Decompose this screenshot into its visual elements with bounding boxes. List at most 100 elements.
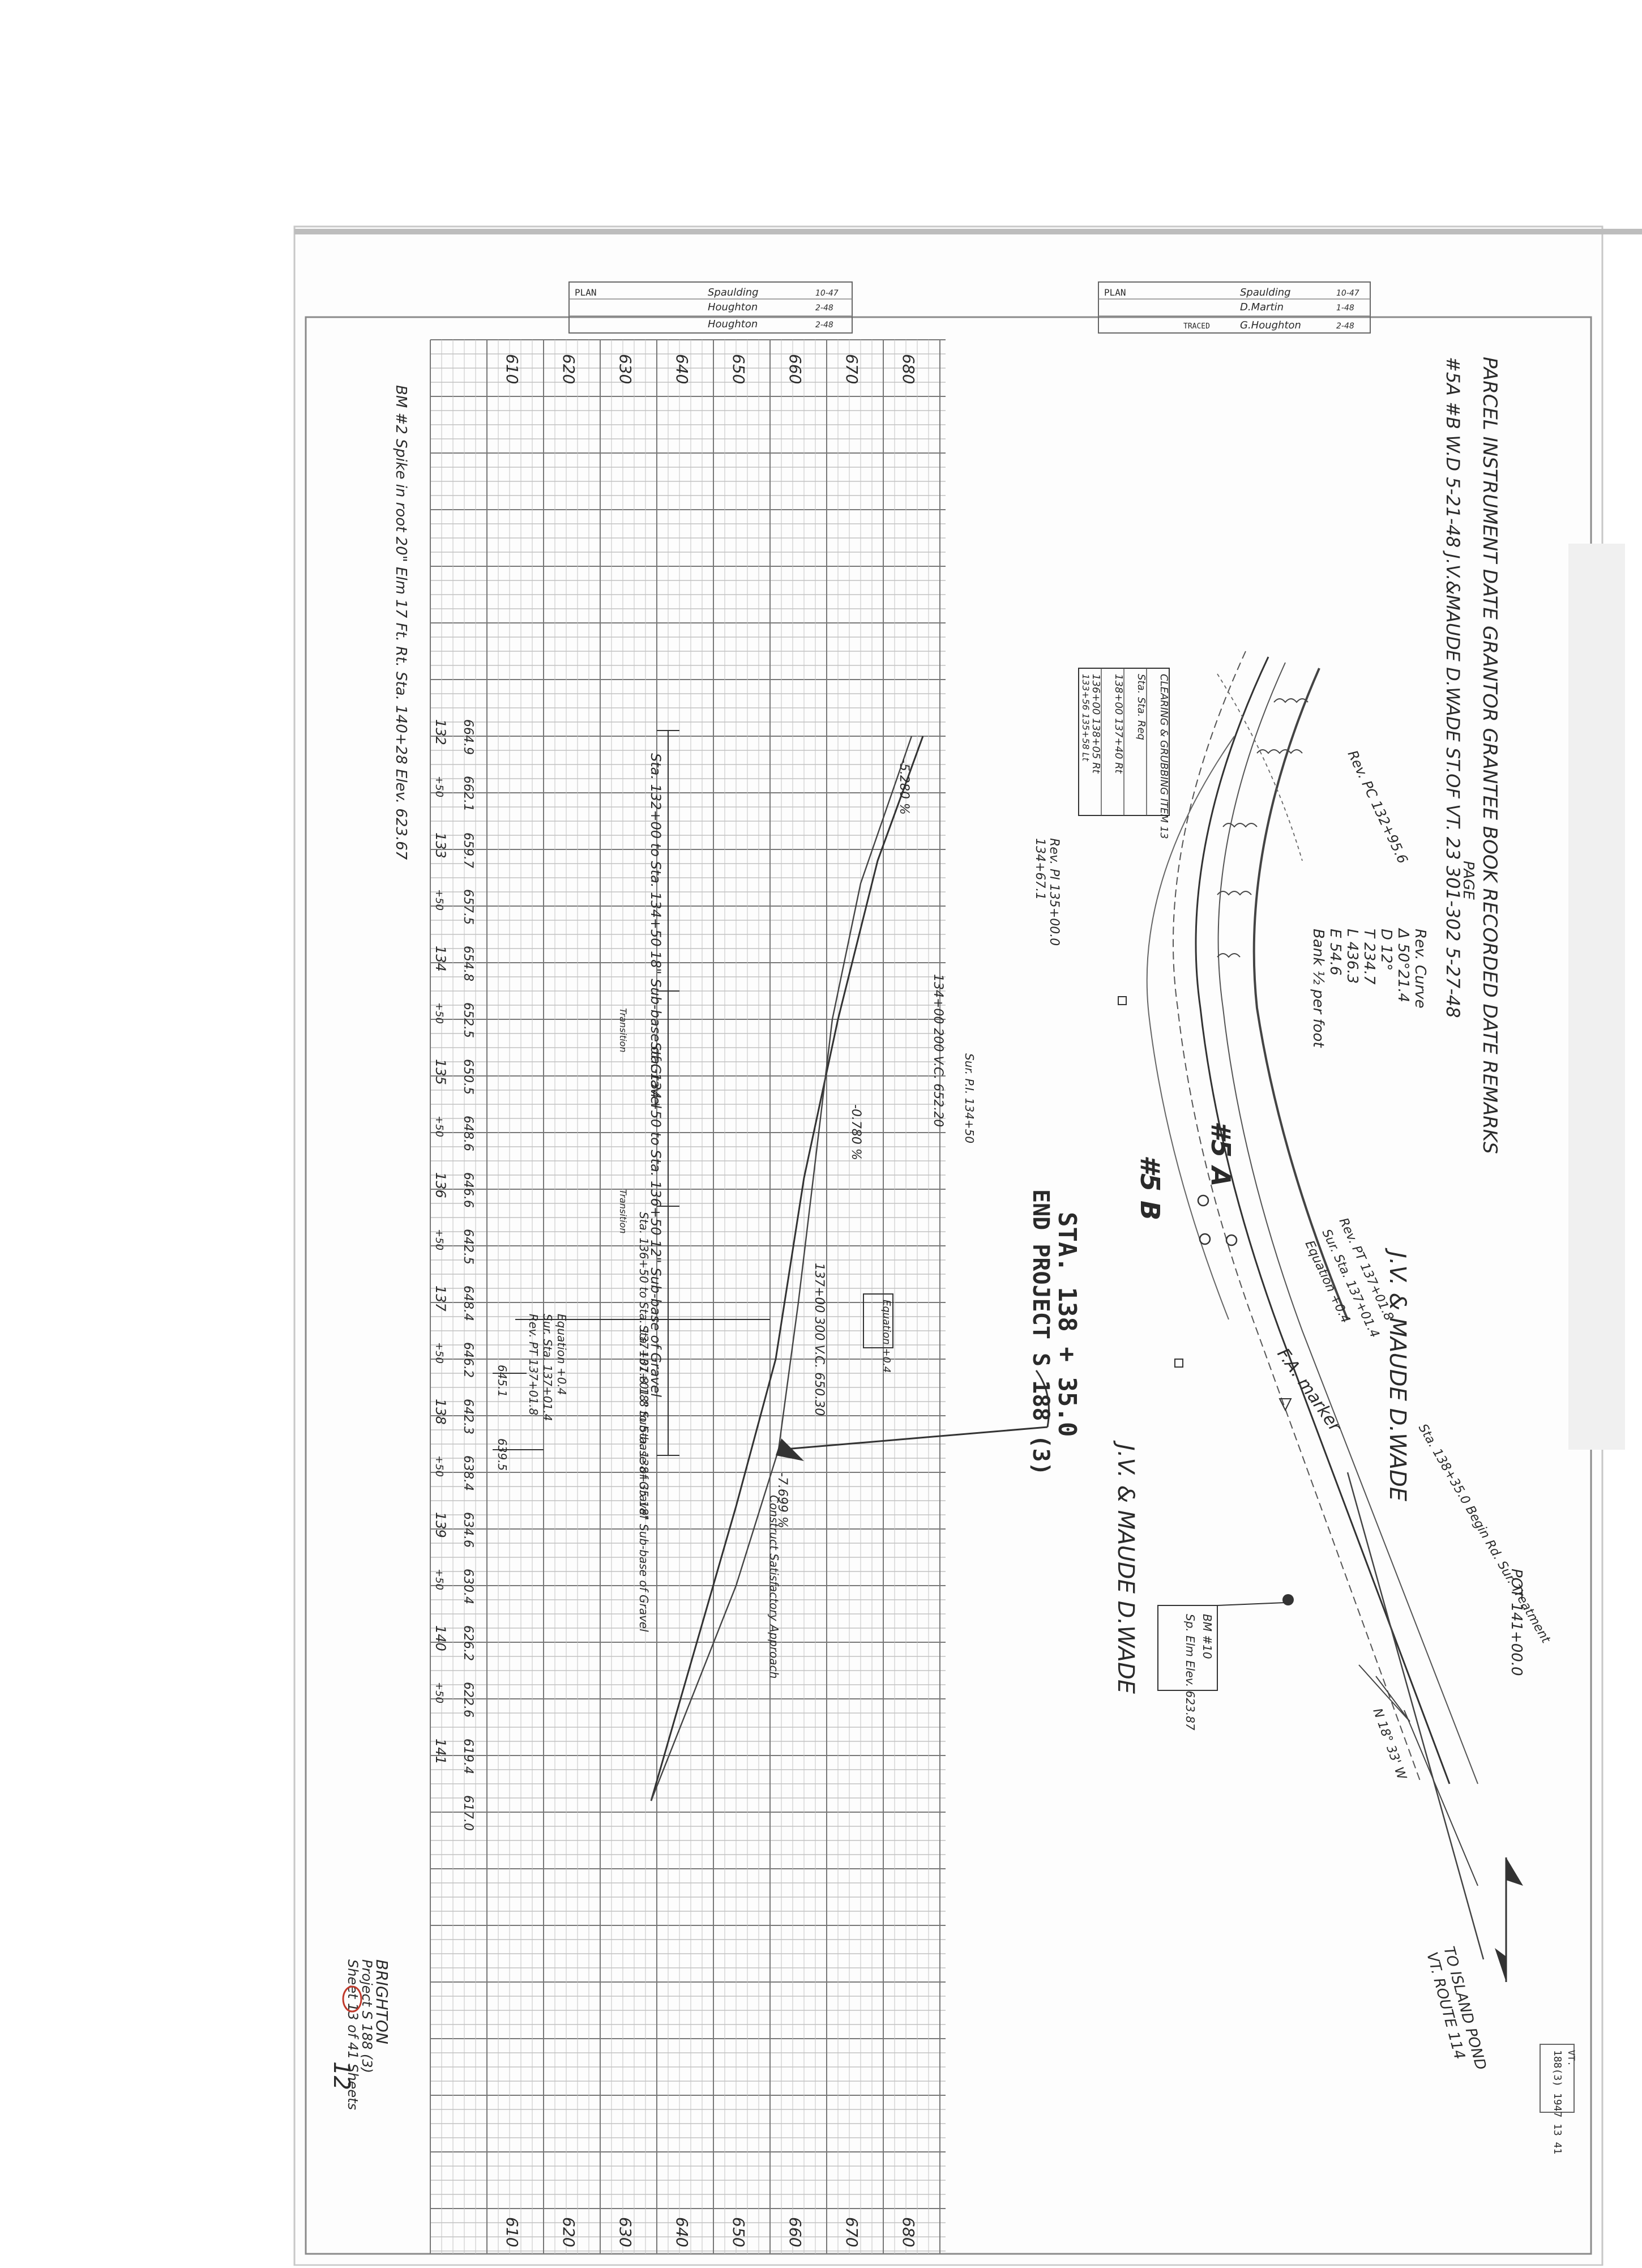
title-block-right: PLAN Spaulding 10-47 D.Martin 1-48 TRACE… xyxy=(1098,281,1371,334)
parcel-header: PARCEL INSTRUMENT DATE GRANTOR GRANTEE B… xyxy=(1478,357,1501,1154)
owner-label-b: J.V. & MAUDE D.WADE xyxy=(1113,1440,1139,1694)
grade-elevation: 664.9 xyxy=(461,719,475,755)
grade-elevation: 652.5 xyxy=(461,1002,475,1038)
title-left-row3-name: Houghton xyxy=(708,318,758,330)
parcel-table: PARCEL INSTRUMENT DATE GRANTOR GRANTEE B… xyxy=(1442,357,1501,1154)
pi-marker-square xyxy=(1118,996,1127,1005)
side-tab xyxy=(1568,544,1625,1450)
grade-elevation: 662.1 xyxy=(461,776,475,811)
grade-elevation: 642.5 xyxy=(461,1229,475,1265)
plan-markers xyxy=(1118,996,1294,1605)
curve-data: Rev. Curve Δ 50°21.4 D 12° T 234.7 L 436… xyxy=(1310,928,1429,1048)
parcel-row: #5A #B W.D 5-21-48 J.V.&MAUDE D.WADE ST.… xyxy=(1442,357,1464,1018)
elevation-label-top: 680 xyxy=(899,354,918,384)
title-right-row2-name: D.Martin xyxy=(1240,301,1284,313)
curve-line-6: Bank ½ per foot xyxy=(1310,929,1327,1048)
elevation-label-bottom: 620 xyxy=(559,2217,578,2247)
marker-circle-3 xyxy=(1225,1234,1238,1246)
subbase-note-4: Sta. 137+01.8 to Sta. 138+35 18" Sub-bas… xyxy=(637,1325,651,1632)
grade-elevation: 648.6 xyxy=(461,1116,475,1151)
elevation-label-bottom: 630 xyxy=(616,2217,635,2247)
grade-elevation: 659.7 xyxy=(461,832,475,868)
sur-pi-label: Sur. P.I. 134+50 xyxy=(963,1053,976,1143)
sheet-project: Project S 188 (3) xyxy=(359,1959,375,2073)
title-right-row2-date: 1-48 xyxy=(1336,304,1354,313)
end-project-label: END PROJECT S 188 (3) xyxy=(1028,1189,1054,1476)
end-project-leader xyxy=(778,1426,1048,1451)
subbase-note-1: Sta. 132+00 to Sta. 134+50 18" Sub-base … xyxy=(648,753,664,1108)
grade-elevation: 657.5 xyxy=(461,889,475,925)
grade-elevation: 617.0 xyxy=(461,1795,475,1831)
grade-elevation-row: 664.9662.1659.7657.5654.8652.5650.5648.6… xyxy=(461,719,475,1831)
transition-note-1: Transition xyxy=(618,1008,628,1052)
vertical-curve-1: 134+00 200 V.C. 652.20 xyxy=(931,974,945,1127)
elevation-label-bottom: 680 xyxy=(899,2217,918,2247)
sheet-info: BRIGHTON Project S 188 (3) Sheet 13 of 4… xyxy=(328,1959,391,2110)
grade-elevation: 634.6 xyxy=(461,1512,475,1548)
equation-box: Equation +0.4 xyxy=(863,1293,893,1373)
elevation-label-top: 670 xyxy=(843,354,861,384)
marker-circle-1 xyxy=(1197,1194,1209,1207)
station-label: STA. 138 + 35.0 xyxy=(1053,1212,1081,1437)
grade-elevation: 638.4 xyxy=(461,1455,475,1491)
profile-sur-sta: Sur. Sta. 137+01.4 xyxy=(541,1314,554,1421)
station-half-mark: +50 xyxy=(433,1682,445,1703)
title-left-label: PLAN xyxy=(575,287,597,298)
title-left-row1-name: Spaulding xyxy=(708,287,759,298)
grubbing-row-1: Sta. Sta. Req xyxy=(1135,674,1147,740)
title-left-row2-name: Houghton xyxy=(708,301,758,313)
grade-elevation: 619.4 xyxy=(461,1739,475,1774)
parcel-b-label: #5 B xyxy=(1135,1155,1165,1220)
station-half-mark: +50 xyxy=(433,1455,445,1477)
existing-ground-line xyxy=(650,736,924,1801)
elev-mark-1: 645.1 xyxy=(495,1365,509,1397)
grade-1: -5.280 % xyxy=(897,759,911,815)
station-label: 133 xyxy=(433,832,448,858)
corner-note: 12 xyxy=(328,2061,354,2090)
grade-2: -0.780 % xyxy=(849,1104,863,1160)
bm-desc: Sp. Elm Elev. 623.87 xyxy=(1183,1614,1197,1731)
top-torn-edge xyxy=(294,229,1642,234)
grubbing-header: CLEARING & GRUBBING ITEM 13 xyxy=(1158,674,1170,839)
title-right-row3-name: G.Houghton xyxy=(1240,319,1301,331)
grade-elevation: 642.3 xyxy=(461,1399,475,1434)
curve-title: Rev. Curve xyxy=(1412,929,1429,1009)
bm-box: BM #10 Sp. Elm Elev. 623.87 xyxy=(1157,1602,1286,1731)
elevation-label-bottom: 610 xyxy=(503,2217,521,2247)
elevation-label-bottom: 650 xyxy=(729,2217,748,2247)
pi-label: Rev. PI 135+00.0 xyxy=(1047,838,1061,946)
elevation-label-top: 640 xyxy=(673,354,691,384)
bm-note: BM #2 Spike in root 20" Elm 17 Ft. Rt. S… xyxy=(392,385,409,860)
equation-box-text: Equation +0.4 xyxy=(880,1300,892,1373)
profile-pt-note: Rev. PT 137+01.8 Sur. Sta. 137+01.4 Equa… xyxy=(515,1314,770,1421)
station-label: 140 xyxy=(433,1625,448,1651)
title-left-row2-date: 2-48 xyxy=(815,304,833,313)
grade-elevation: 650.5 xyxy=(461,1059,475,1095)
grade-elevation: 646.6 xyxy=(461,1172,475,1208)
marker-circle-2 xyxy=(1199,1233,1211,1245)
elev-marks: 645.1 639.5 xyxy=(493,1365,544,1471)
title-right-row3-date: 2-48 xyxy=(1336,322,1354,331)
elevation-label-top: 610 xyxy=(503,354,521,384)
elevation-label-bottom: 640 xyxy=(673,2217,691,2247)
grade-elevation: 646.2 xyxy=(461,1342,475,1378)
grade-elevation: 626.2 xyxy=(461,1625,475,1661)
station-label: 134 xyxy=(433,946,448,972)
title-left-row3-date: 2-48 xyxy=(815,321,833,330)
grade-elevation: 622.6 xyxy=(461,1682,475,1718)
construct-note: Construct Satisfactory Approach xyxy=(767,1495,781,1678)
grade-elevation: 630.4 xyxy=(461,1569,475,1604)
station-label: 136 xyxy=(433,1172,448,1198)
grubbing-table: CLEARING & GRUBBING ITEM 13 Sta. Sta. Re… xyxy=(1078,668,1170,839)
station-half-mark: +50 xyxy=(433,1002,445,1024)
grade-3: -7.699 % xyxy=(775,1472,789,1528)
elevation-label-top: 650 xyxy=(729,354,748,384)
station-half-mark: +50 xyxy=(433,1569,445,1590)
station-half-mark: +50 xyxy=(433,1116,445,1137)
transition-note-2: Transition xyxy=(618,1189,628,1233)
curve-line-2: D 12° xyxy=(1378,929,1395,971)
elevation-label-top: 660 xyxy=(786,354,805,384)
